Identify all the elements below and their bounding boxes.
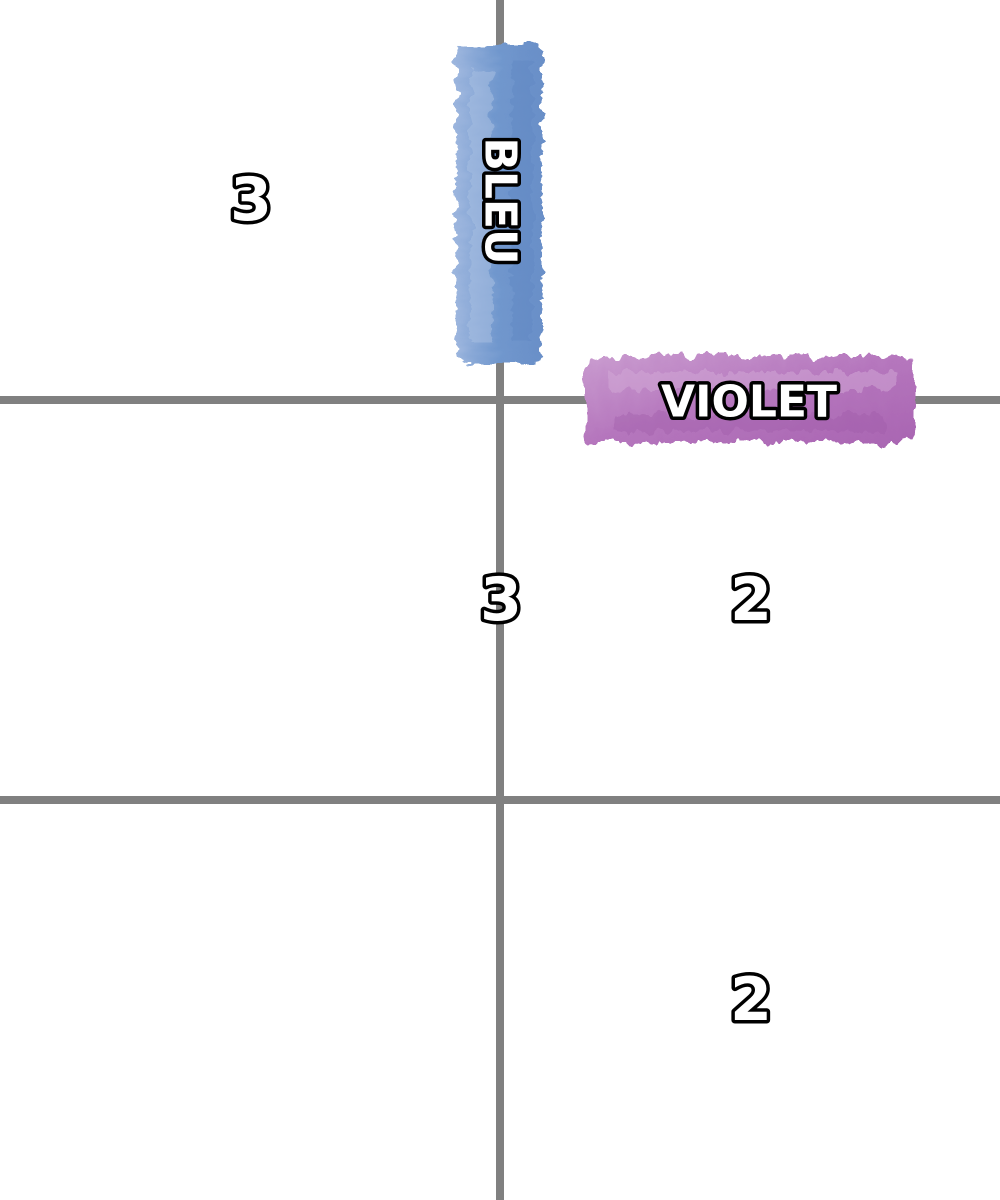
grid-line-vertical [496, 0, 504, 1200]
cell-number-r0c0: 3 [230, 165, 272, 235]
cell-number-r1c0: 3 [480, 565, 522, 635]
cell-number-r1c1: 2 [730, 565, 772, 635]
bleu-paint-stroke [456, 45, 542, 363]
cell-number-r2c1: 2 [730, 965, 772, 1035]
violet-label: VIOLET [661, 377, 837, 428]
grid-line-horizontal-1 [0, 396, 1000, 404]
violet-paint-stroke [585, 356, 915, 442]
grid-line-horizontal-2 [0, 796, 1000, 804]
bleu-label: BLEU [475, 137, 526, 264]
